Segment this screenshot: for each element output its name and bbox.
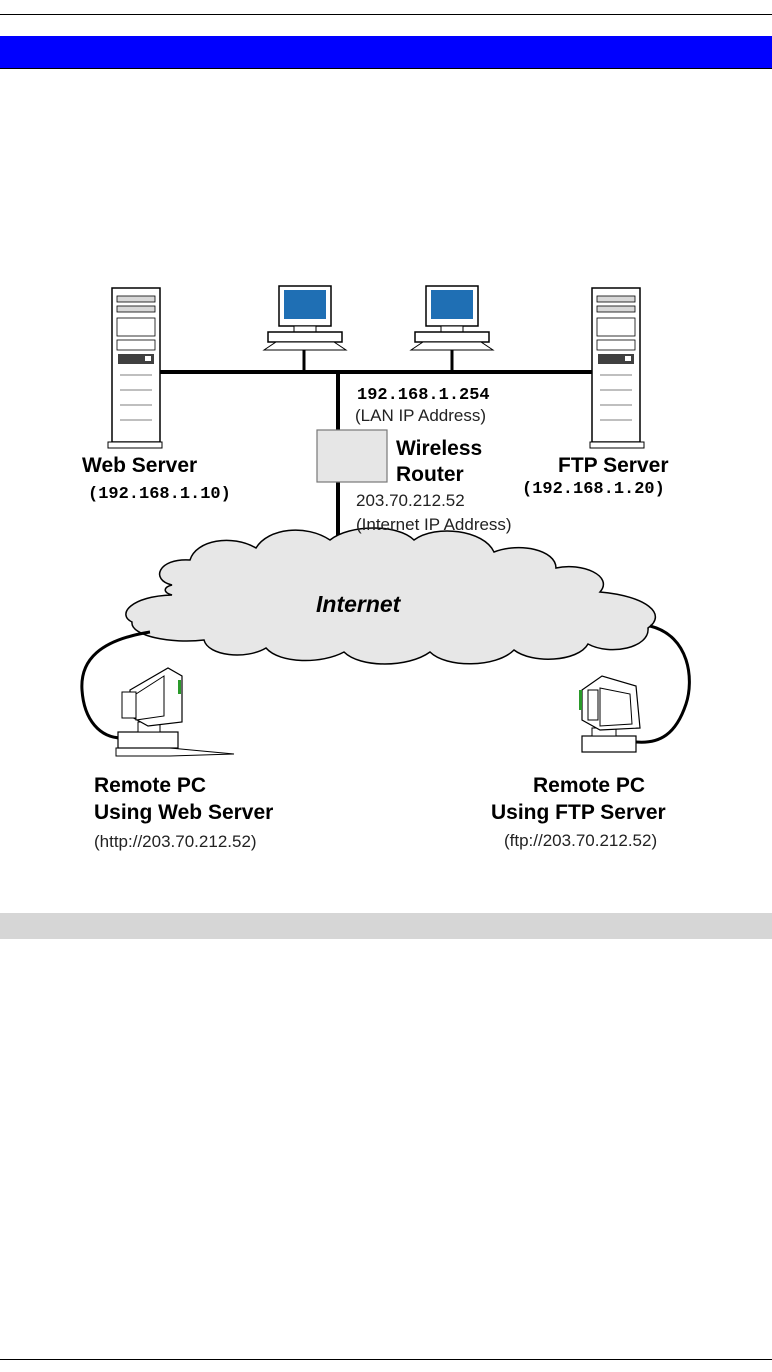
lan-pc-right-icon (411, 286, 493, 350)
lan-pc-left-icon (264, 286, 346, 350)
internet-ip-label: 203.70.212.52 (356, 491, 465, 510)
remote-pc-ftp-line2: Using FTP Server (491, 801, 666, 824)
ftp-server-ip-label: (192.168.1.20) (522, 480, 665, 499)
network-diagram: 192.168.1.254 (LAN IP Address) Wireless … (0, 270, 772, 870)
ftp-server-label: FTP Server (558, 454, 669, 477)
router-name-line1: Wireless (396, 437, 482, 460)
remote-pc-web-line1: Remote PC (94, 774, 206, 797)
remote-ftp-cable (636, 626, 689, 742)
header-bar (0, 36, 772, 69)
web-server-icon (108, 288, 162, 448)
web-server-label: Web Server (82, 454, 197, 477)
remote-pc-ftp-url: (ftp://203.70.212.52) (504, 831, 657, 850)
internet-cloud-label: Internet (316, 591, 402, 617)
lan-ip-caption: (LAN IP Address) (355, 406, 486, 425)
router-name-line2: Router (396, 463, 464, 486)
remote-pc-ftp-icon (579, 676, 640, 752)
section-bar (0, 913, 772, 939)
bottom-rule (0, 1359, 772, 1360)
top-rule (0, 14, 772, 15)
web-server-ip-label: (192.168.1.10) (88, 485, 231, 504)
wireless-router-box (317, 430, 387, 482)
ftp-server-icon (590, 288, 644, 448)
lan-ip-label: 192.168.1.254 (357, 386, 490, 405)
remote-pc-web-url: (http://203.70.212.52) (94, 832, 257, 851)
internet-ip-caption: (Internet IP Address) (356, 515, 512, 534)
remote-pc-web-line2: Using Web Server (94, 801, 273, 824)
remote-pc-ftp-line1: Remote PC (533, 774, 645, 797)
remote-pc-web-icon (116, 668, 234, 756)
